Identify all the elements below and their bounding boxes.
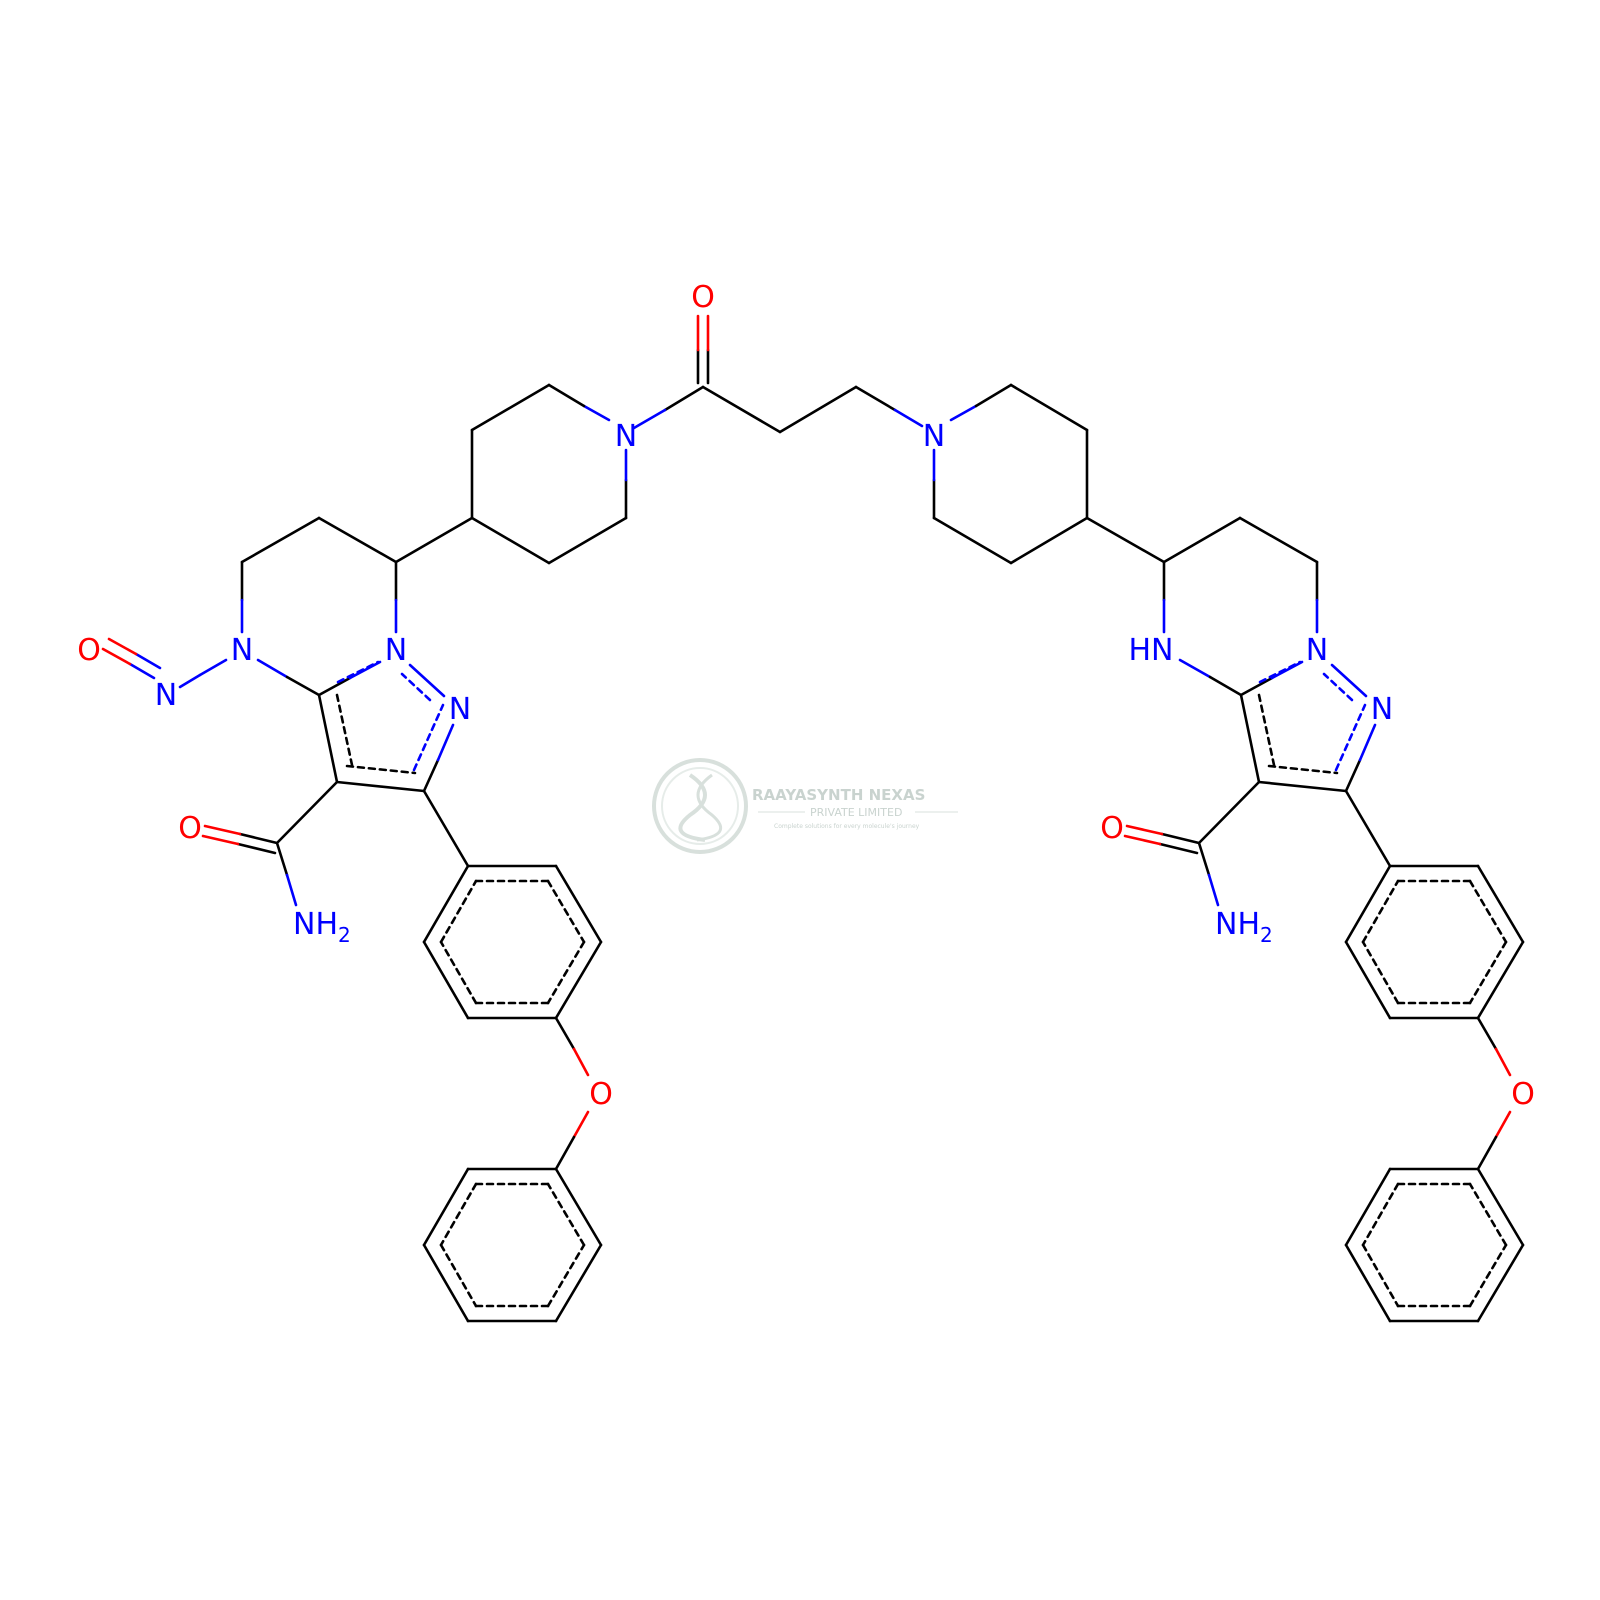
atom-right-ring-nh: HN [1129, 633, 1174, 668]
atom-right-amide-o: O [1100, 811, 1124, 846]
atom-piperidine2-n: N [923, 419, 945, 454]
atom-right-ether-o: O [1511, 1077, 1535, 1112]
atom-left-pyrazole-n1: N [385, 633, 407, 668]
watermark-subtitle: PRIVATE LIMITED [810, 806, 902, 819]
left-bicycle-bonds [101, 516, 603, 1323]
right-piperidine-bonds [932, 383, 1166, 565]
atom-nitroso-n: N [155, 678, 177, 713]
atom-right-pyrazole-n2: N [1371, 692, 1393, 727]
atom-piperidine1-n: N [615, 419, 637, 454]
watermark-tagline: Complete solutions for every molecule's … [774, 823, 920, 830]
watermark-company: RAAYASYNTH NEXAS [752, 786, 925, 804]
watermark-logo-icon [652, 758, 748, 854]
right-bicycle-bonds [1123, 516, 1525, 1323]
atom-labels: O N N O N N N N O NH2 O HN N N O NH2 O [77, 280, 1535, 1112]
atom-left-amide-o: O [178, 811, 202, 846]
atom-right-pyrazole-n1: N [1306, 633, 1328, 668]
atom-left-amide-nh2: NH2 [293, 907, 351, 947]
atom-left-ether-o: O [589, 1077, 613, 1112]
linker-bonds [632, 314, 924, 434]
atom-left-pyrazole-n2: N [449, 692, 471, 727]
atom-carbonyl-o: O [691, 280, 715, 315]
atom-left-ring-n: N [231, 633, 253, 668]
watermark: RAAYASYNTH NEXAS PRIVATE LIMITED Complet… [652, 758, 958, 854]
atom-nitroso-o: O [77, 633, 101, 668]
atom-right-amide-nh2: NH2 [1215, 907, 1273, 947]
left-piperidine-bonds [394, 383, 628, 565]
